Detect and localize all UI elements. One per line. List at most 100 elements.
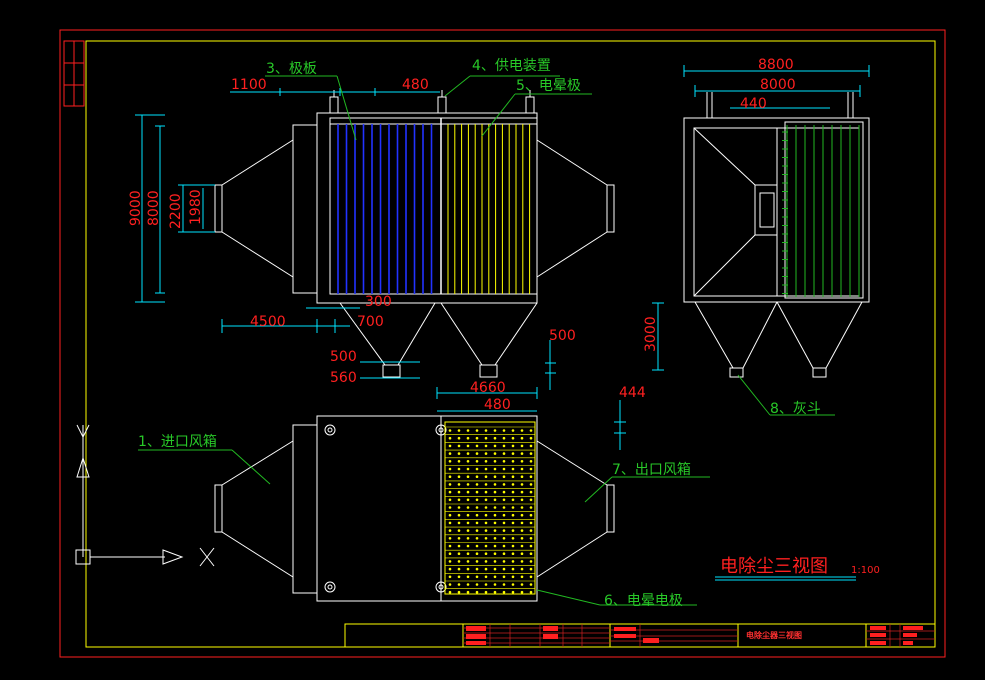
- electrode-dot: [475, 575, 479, 579]
- electrode-dot: [475, 436, 479, 440]
- electrode-dot: [484, 583, 488, 586]
- electrode-dot: [520, 583, 524, 586]
- top-electrode-grid: [444, 421, 536, 595]
- electrode-dot: [502, 575, 506, 579]
- electrode-dot: [502, 552, 506, 555]
- electrode-dot: [475, 475, 479, 479]
- electrode-dot: [466, 529, 470, 532]
- front-casing: [316, 112, 538, 304]
- electrode-dot: [484, 467, 488, 471]
- ucs-axis-icon: [75, 424, 215, 567]
- electrode-dot: [529, 436, 533, 440]
- electrode-dot: [502, 467, 506, 471]
- electrode-dot: [457, 429, 461, 432]
- electrode-dot: [511, 529, 515, 532]
- electrode-dot: [502, 506, 506, 509]
- electrode-dot: [475, 513, 479, 517]
- electrode-dot: [529, 567, 533, 571]
- electrode-dot: [466, 590, 470, 594]
- electrode-dot: [457, 506, 461, 509]
- electrode-dot: [493, 590, 497, 594]
- electrode-dot: [493, 429, 497, 432]
- electrode-dot: [493, 444, 497, 448]
- electrode-dot: [502, 567, 506, 571]
- electrode-dot: [493, 490, 497, 494]
- electrode-dot: [511, 590, 515, 594]
- electrode-dot: [520, 529, 524, 532]
- electrode-dot: [520, 552, 524, 555]
- electrode-dot: [457, 467, 461, 471]
- top-outlet-hood: [536, 440, 615, 578]
- electrode-dot: [448, 537, 452, 540]
- electrode-dot: [448, 429, 452, 432]
- dim-444: 444: [619, 385, 646, 401]
- electrode-dot: [511, 567, 515, 571]
- electrode-dot: [484, 544, 488, 548]
- dim-480-top-view: 480: [484, 397, 511, 413]
- electrode-dot: [457, 483, 461, 486]
- electrode-dot: [457, 560, 461, 563]
- side-view: 8800 8000 440 3000 8、灰斗: [643, 57, 870, 417]
- electrode-dot: [511, 429, 515, 432]
- title-block-name: 电除尘器三视图: [746, 630, 802, 640]
- electrode-dot: [466, 583, 470, 586]
- electrode-dot: [520, 575, 524, 579]
- electrode-dot: [466, 483, 470, 486]
- electrode-dot: [448, 506, 452, 509]
- front-outlet-hood: [536, 139, 615, 278]
- electrode-dot: [466, 537, 470, 540]
- electrode-dot: [511, 490, 515, 494]
- electrode-dot: [475, 429, 479, 432]
- electrode-dot: [529, 583, 533, 586]
- electrode-dot: [520, 567, 524, 571]
- electrode-dot: [520, 490, 524, 494]
- front-inlet-hood: [214, 124, 318, 294]
- dim-500-top: 500: [549, 328, 576, 344]
- electrode-dot: [484, 490, 488, 494]
- dim-8800: 8800: [758, 57, 794, 73]
- electrode-dot: [529, 444, 533, 448]
- electrode-dot: [493, 583, 497, 586]
- top-electrode-frame: [444, 421, 536, 595]
- electrode-dot: [475, 583, 479, 586]
- electrode-dot: [466, 436, 470, 440]
- electrode-dot: [529, 529, 533, 532]
- electrode-dot: [466, 513, 470, 517]
- electrode-dot: [457, 521, 461, 525]
- electrode-dot: [448, 560, 452, 563]
- electrode-dot: [520, 544, 524, 548]
- side-electrode-frame: [784, 121, 864, 299]
- electrode-dot: [457, 575, 461, 579]
- top-leaders: [138, 449, 710, 606]
- electrode-dot: [448, 521, 452, 525]
- electrode-dot: [475, 560, 479, 563]
- electrode-dot: [484, 552, 488, 555]
- electrode-dot: [520, 429, 524, 432]
- electrode-dot: [484, 560, 488, 563]
- front-hoppers: [339, 302, 538, 378]
- electrode-dot: [457, 567, 461, 571]
- electrode-dot: [493, 521, 497, 525]
- electrode-dot: [466, 444, 470, 448]
- electrode-dot: [502, 436, 506, 440]
- top-dimension-lines: [436, 340, 626, 450]
- electrode-dot: [448, 436, 452, 440]
- electrode-dot: [448, 567, 452, 571]
- electrode-dot: [520, 560, 524, 563]
- dim-700: 700: [357, 314, 384, 330]
- electrode-dot: [502, 583, 506, 586]
- electrode-dot: [475, 552, 479, 555]
- electrode-dot: [475, 444, 479, 448]
- electrode-dot: [493, 475, 497, 479]
- electrode-dot: [475, 521, 479, 525]
- electrode-dot: [511, 544, 515, 548]
- electrode-dot: [520, 498, 524, 502]
- drawing-title: 电除尘三视图 1:100: [715, 556, 880, 581]
- electrode-dot: [466, 452, 470, 455]
- electrode-dot: [457, 513, 461, 517]
- dim-3000: 3000: [643, 316, 659, 352]
- electrode-dot: [448, 590, 452, 594]
- dim-300: 300: [365, 294, 392, 310]
- electrode-dot: [484, 429, 488, 432]
- electrode-dot: [475, 452, 479, 455]
